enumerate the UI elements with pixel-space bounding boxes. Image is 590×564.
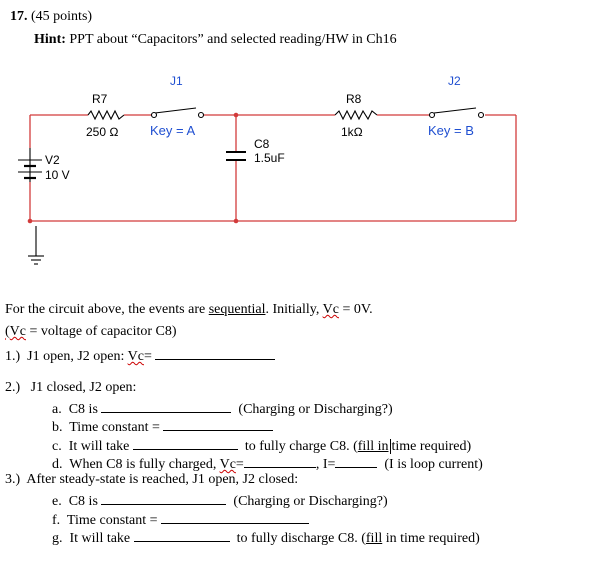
battery-v2	[18, 148, 42, 182]
q3f-label: f.	[52, 513, 61, 528]
q1-eq: =	[143, 349, 152, 364]
q3g-tail-2: in time required)	[382, 531, 480, 546]
q1-number: 1.)	[5, 349, 21, 364]
q3e-tail: (Charging or Discharging?)	[233, 494, 388, 509]
q3g-line: g. It will take to fully discharge C8. (…	[52, 528, 480, 547]
vc-symbol: Vc	[322, 302, 339, 317]
q3e-text: C8 is	[68, 494, 102, 509]
q1-vc: Vc	[127, 349, 144, 364]
q2d-text: When C8 is fully charged,	[69, 457, 220, 472]
q2c-tail-2: time required)	[391, 439, 472, 454]
resistor-r7	[87, 109, 125, 121]
q2c-line: c. It will take to fully charge C8. (fil…	[52, 436, 471, 455]
intro-sequential: sequential	[208, 302, 266, 317]
q2a-answer-blank[interactable]	[101, 399, 232, 413]
q2b-line: b. Time constant =	[52, 417, 274, 436]
q3g-text: It will take	[69, 531, 134, 546]
resistor-r8	[334, 109, 378, 121]
label-r8: R8	[346, 92, 362, 106]
q2d-i: , I=	[315, 457, 336, 472]
label-key-a: Key = A	[150, 123, 196, 138]
definition-line: (Vc = voltage of capacitor C8)	[5, 324, 177, 340]
q3f-answer-blank[interactable]	[161, 510, 310, 524]
q3-number: 3.)	[5, 472, 21, 487]
hint-label: Hint:	[34, 32, 66, 47]
intro-text-3: = 0V.	[338, 302, 373, 317]
q3g-tail: to fully discharge C8. (	[236, 531, 366, 546]
label-c8: C8	[254, 137, 270, 151]
q2c-label: c.	[52, 439, 62, 454]
q3f-text: Time constant =	[66, 513, 162, 528]
label-key-b: Key = B	[428, 123, 474, 138]
q3-line: 3.) After steady-state is reached, J1 op…	[5, 472, 298, 488]
junction-dots	[27, 112, 239, 224]
q2b-text: Time constant =	[69, 420, 164, 435]
q2a-line: a. C8 is (Charging or Discharging?)	[52, 399, 393, 418]
q1-line: 1.) J1 open, J2 open: Vc=	[5, 346, 276, 365]
label-v2: V2	[45, 153, 60, 167]
q3-text: After steady-state is reached, J1 open, …	[26, 472, 299, 487]
q2b-label: b.	[52, 420, 63, 435]
q2a-label: a.	[52, 402, 62, 417]
wires	[29, 114, 517, 222]
q2d-eq: =	[235, 457, 244, 472]
q2d-line: d. When C8 is fully charged, Vc= , I= (I …	[52, 454, 483, 473]
intro-line: For the circuit above, the events are se…	[5, 302, 373, 318]
label-c8-value: 1.5uF	[254, 151, 285, 165]
hint-text: PPT about “Capacitors” and selected read…	[69, 32, 397, 47]
vc-definition-symbol: (Vc	[5, 324, 26, 339]
q2c-fill: fill in	[357, 439, 389, 454]
q2d-tail: (I is loop current)	[384, 457, 483, 472]
q2c-tail: to fully charge C8. (	[244, 439, 358, 454]
capacitor-c8	[226, 151, 246, 161]
ground-symbol	[28, 226, 44, 265]
q2b-answer-blank[interactable]	[163, 417, 274, 431]
label-j1: J1	[170, 74, 183, 88]
intro-text-2: . Initially,	[265, 302, 323, 317]
q2-text: J1 closed, J2 open:	[30, 380, 137, 395]
q2a-text: C8 is	[68, 402, 102, 417]
label-r7: R7	[92, 92, 108, 106]
label-j2: J2	[448, 74, 461, 88]
q2d-vc: Vc	[219, 457, 236, 472]
q3e-line: e. C8 is (Charging or Discharging?)	[52, 491, 388, 510]
label-v2-value: 10 V	[45, 168, 70, 182]
q2-number: 2.)	[5, 380, 21, 395]
q3g-fill: fill	[365, 531, 383, 546]
q3e-answer-blank[interactable]	[101, 491, 227, 505]
q2d-i-blank[interactable]	[335, 454, 378, 468]
question-points: (45 points)	[31, 9, 93, 24]
intro-text: For the circuit above, the events are	[5, 302, 209, 317]
hint-line: Hint: PPT about “Capacitors” and selecte…	[34, 32, 397, 48]
q3f-line: f. Time constant =	[52, 510, 310, 529]
q2-line: 2.) J1 closed, J2 open:	[5, 380, 136, 396]
label-r8-value: 1kΩ	[341, 125, 363, 139]
q2d-vc-blank[interactable]	[243, 454, 316, 468]
q1-answer-blank[interactable]	[155, 346, 276, 360]
q2a-tail: (Charging or Discharging?)	[238, 402, 393, 417]
q2c-answer-blank[interactable]	[132, 436, 238, 450]
circuit-schematic	[18, 107, 517, 265]
q3g-answer-blank[interactable]	[133, 528, 230, 542]
question-header: 17. (45 points)	[10, 9, 92, 25]
q1-text: J1 open, J2 open:	[27, 349, 128, 364]
q2c-text: It will take	[68, 439, 133, 454]
question-number: 17.	[10, 9, 28, 24]
q3g-label: g.	[52, 531, 63, 546]
vc-definition: = voltage of capacitor C8)	[26, 324, 177, 339]
text-cursor	[389, 439, 391, 454]
q2d-label: d.	[52, 457, 63, 472]
switch-j1	[150, 107, 205, 119]
q3e-label: e.	[52, 494, 62, 509]
switch-j2	[428, 107, 485, 119]
label-r7-value: 250 Ω	[86, 125, 119, 139]
